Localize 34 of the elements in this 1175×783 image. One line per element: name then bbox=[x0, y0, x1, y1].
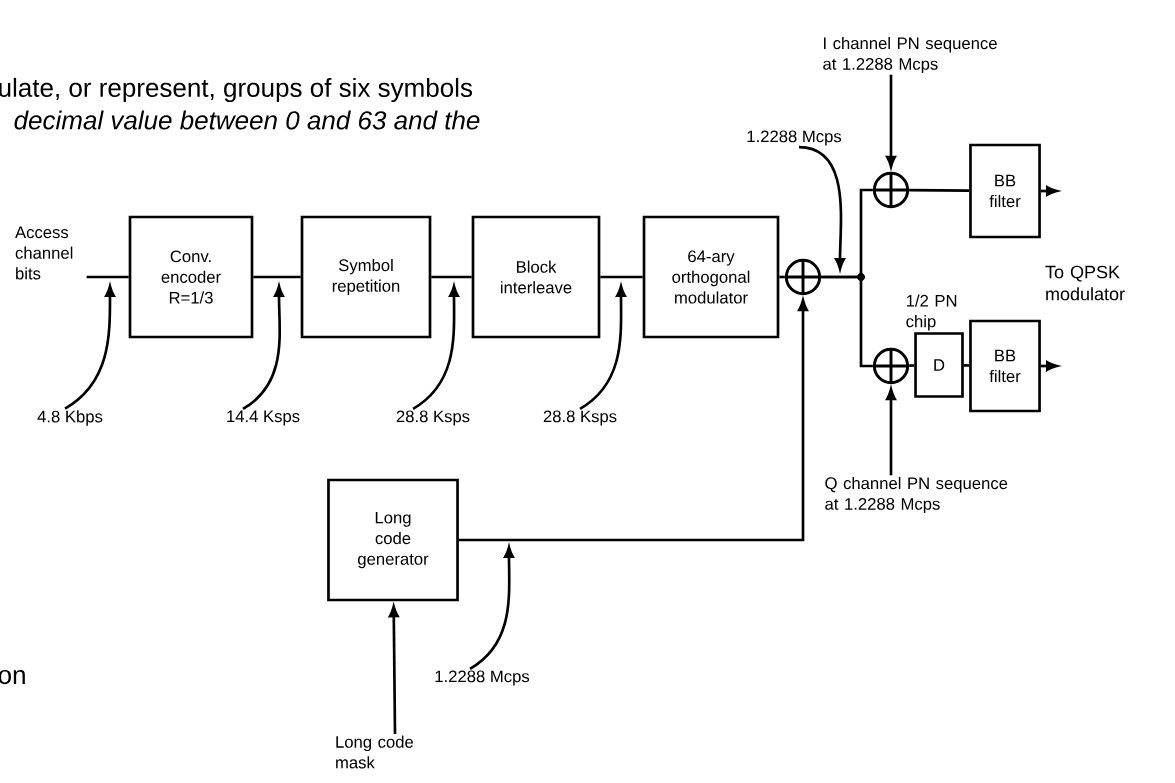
signal-line bbox=[909, 188, 970, 193]
body-text: decimal value between 0 and 63 and the bbox=[14, 110, 480, 130]
block-box: BB filter bbox=[969, 143, 1041, 239]
signal-label: Long code mask bbox=[336, 735, 413, 769]
signal-line bbox=[779, 275, 785, 279]
adder-symbol bbox=[872, 171, 910, 209]
output-label: To QPSK modulator bbox=[1045, 265, 1125, 301]
signal-label: 4.8 Kbps bbox=[37, 410, 103, 426]
signal-line bbox=[253, 275, 301, 279]
block-box: Long code generator bbox=[327, 478, 459, 602]
signal-label: 28.8 Ksps bbox=[396, 410, 470, 426]
block-box: BB filter bbox=[969, 319, 1041, 413]
signal-label: 1.2288 Mcps bbox=[435, 670, 530, 686]
signal-line bbox=[86, 275, 129, 279]
body-text: ulate, or represent, groups of six symbols bbox=[0, 77, 472, 103]
signal-label: Access channel bits bbox=[15, 226, 73, 280]
signal-line bbox=[963, 364, 970, 367]
signal-label: Q channel PN sequence at 1.2288 Mcps bbox=[825, 476, 1008, 514]
block-box: Symbol repetition bbox=[300, 215, 432, 339]
node-label: 1/2 PN chip bbox=[906, 294, 957, 331]
block-box: 64-ary orthogonal modulator bbox=[642, 215, 780, 339]
signal-label: 14.4 Ksps bbox=[227, 410, 300, 426]
signal-line bbox=[600, 275, 643, 279]
block-box: Block interleave bbox=[471, 215, 601, 339]
signal-line bbox=[821, 275, 873, 368]
block-box: Conv. encoder R=1/3 bbox=[128, 215, 254, 339]
adder-symbol bbox=[784, 258, 822, 296]
signal-label: I channel PN sequence at 1.2288 Mcps bbox=[823, 36, 997, 74]
block-box: D bbox=[914, 332, 964, 398]
signal-line bbox=[431, 275, 472, 279]
signal-label: 28.8 Ksps bbox=[543, 410, 617, 426]
signal-label: 1.2288 Mcps bbox=[747, 130, 842, 146]
signal-line bbox=[909, 364, 915, 367]
adder-symbol bbox=[872, 347, 910, 385]
